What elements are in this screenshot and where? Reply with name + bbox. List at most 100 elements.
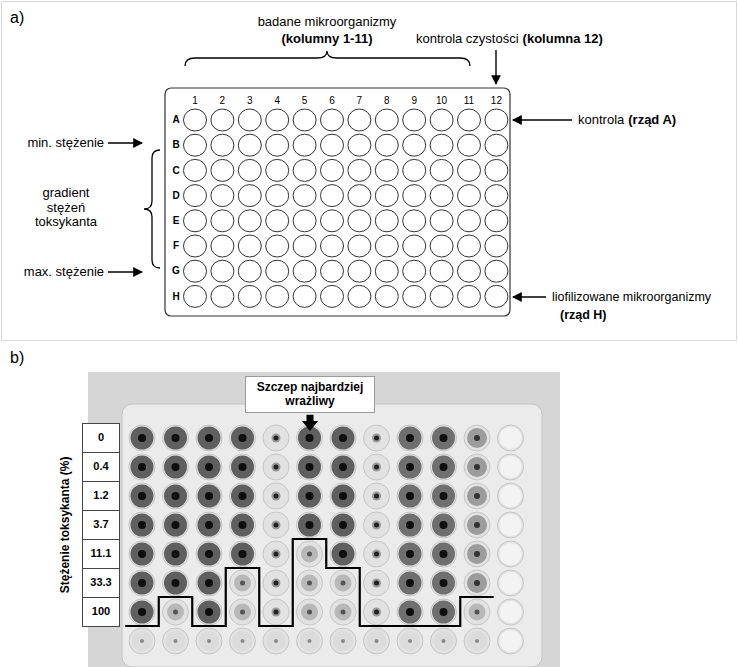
well-photo <box>397 483 423 509</box>
well-photo <box>297 570 323 596</box>
growth-core <box>341 610 346 615</box>
well-photo <box>163 570 189 596</box>
well-rim <box>498 541 524 567</box>
growth-spot <box>131 601 154 624</box>
well-rim <box>129 628 155 654</box>
growth-spot <box>131 485 154 508</box>
well-photo <box>464 599 490 625</box>
well-rim <box>464 483 490 509</box>
growth-spot <box>335 604 352 621</box>
concentration-cell: 0 <box>82 423 120 453</box>
well <box>348 210 371 232</box>
well <box>430 260 453 282</box>
growth-spot <box>332 543 355 566</box>
growth-core <box>205 463 213 471</box>
well-photo <box>364 483 390 509</box>
pointer-arrow <box>513 296 546 297</box>
growth-core <box>138 463 146 471</box>
well <box>375 134 398 156</box>
well <box>375 210 398 232</box>
well-photo <box>464 570 490 596</box>
well-photo <box>263 570 289 596</box>
well <box>266 159 289 181</box>
row-letter: G <box>172 265 180 277</box>
well-photo <box>297 454 323 480</box>
well <box>293 235 316 257</box>
well <box>403 185 426 207</box>
well-photo <box>330 483 356 509</box>
well-photo <box>263 599 289 625</box>
growth-core <box>341 639 345 643</box>
annotation: (rząd H) <box>560 308 607 322</box>
well-photo <box>364 454 390 480</box>
well-rim <box>397 512 423 538</box>
growth-spot <box>132 631 152 651</box>
well-rim <box>498 628 524 654</box>
growth-spot <box>469 604 486 621</box>
growth-core <box>172 463 180 471</box>
well-rim <box>230 483 256 509</box>
well-photo <box>498 512 524 538</box>
growth-spot <box>399 427 422 450</box>
well-photo <box>297 483 323 509</box>
annotation: (rząd A) <box>628 113 676 128</box>
concentration-value: 1.2 <box>93 489 108 502</box>
well-photo <box>230 628 256 654</box>
well-rim <box>297 628 323 654</box>
well-photo <box>230 512 256 538</box>
growth-spot <box>467 573 487 593</box>
well <box>430 210 453 232</box>
well-photo <box>196 570 222 596</box>
well-photo <box>330 570 356 596</box>
growth-spot <box>335 575 352 592</box>
growth-core <box>239 492 247 500</box>
concentration-cell: 100 <box>82 597 120 627</box>
well-rim <box>397 483 423 509</box>
well-photo <box>163 599 189 625</box>
annotation: gradient stężeń toksykanta <box>26 186 106 231</box>
column-number: 10 <box>436 95 447 107</box>
well <box>485 185 508 207</box>
well-photo <box>129 483 155 509</box>
growth-spot <box>467 457 487 477</box>
growth-core <box>475 639 479 643</box>
growth-spot <box>272 550 281 559</box>
growth-spot <box>432 601 455 624</box>
row-letter: C <box>172 165 179 177</box>
well <box>458 260 481 282</box>
well-photo <box>364 425 390 451</box>
growth-spot <box>301 604 318 621</box>
growth-spot <box>432 485 455 508</box>
well-photo <box>263 483 289 509</box>
growth-core <box>440 463 448 471</box>
growth-spot <box>198 572 221 595</box>
growth-core <box>406 579 414 587</box>
well <box>211 185 234 207</box>
well-photo <box>330 628 356 654</box>
well-rim <box>464 425 490 451</box>
well-rim <box>364 541 390 567</box>
well-photo <box>196 541 222 567</box>
row-letter: A <box>172 114 179 126</box>
well-rim <box>297 483 323 509</box>
well-rim <box>230 454 256 480</box>
well-rim <box>230 570 256 596</box>
well-rim <box>163 628 189 654</box>
well-rim <box>498 599 524 625</box>
well-photo <box>230 570 256 596</box>
well-rim <box>196 454 222 480</box>
well-photo <box>498 483 524 509</box>
growth-core <box>172 492 180 500</box>
well <box>375 235 398 257</box>
well <box>321 285 344 307</box>
growth-spot <box>500 630 522 652</box>
well-rim <box>498 512 524 538</box>
well-rim <box>129 599 155 625</box>
well <box>375 260 398 282</box>
growth-spot <box>372 434 381 443</box>
well <box>321 260 344 282</box>
well-photo <box>129 599 155 625</box>
well-photo <box>330 512 356 538</box>
well-photo <box>297 599 323 625</box>
